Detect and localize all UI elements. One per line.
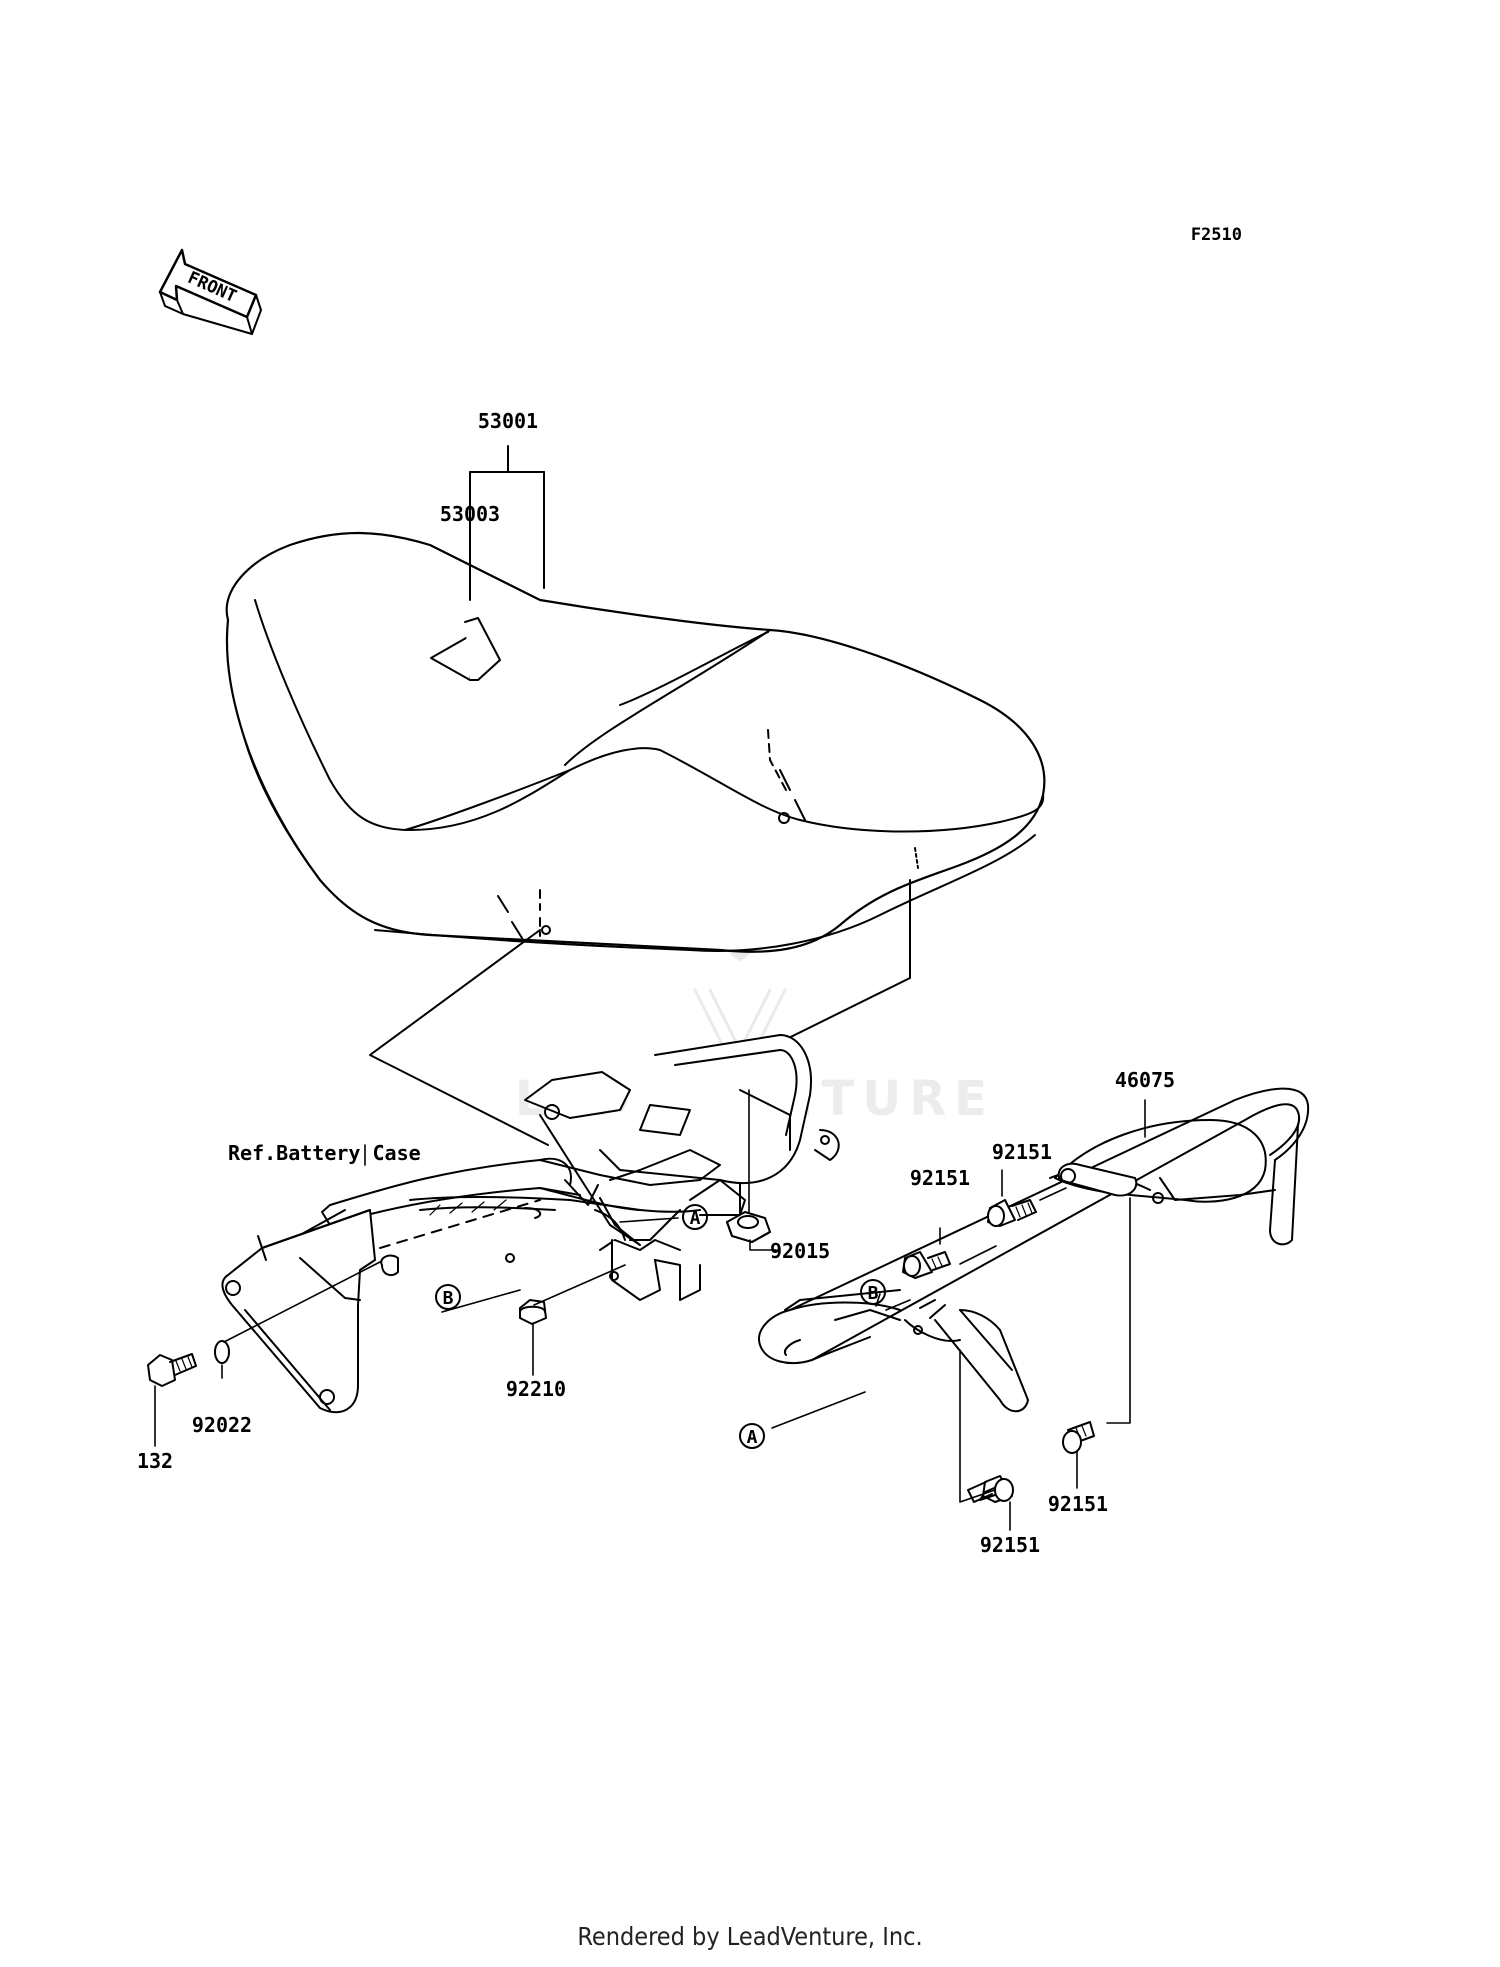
- grab-rail-46075: [758, 1087, 1310, 1413]
- marker-b-right-label: B: [868, 1283, 879, 1304]
- label-53001: 53001: [478, 409, 538, 433]
- label-132: 132: [137, 1449, 173, 1473]
- marker-a-right-label: A: [747, 1427, 758, 1448]
- marker-b-right-circle: [860, 1279, 886, 1305]
- label-92151-lower-left: 92151: [980, 1533, 1040, 1557]
- bolt-132: [147, 1353, 197, 1387]
- leader-53001: [469, 445, 545, 601]
- figure-code: F2510: [1191, 225, 1242, 245]
- bolt-92210: [519, 1299, 547, 1325]
- label-53003: 53003: [440, 502, 500, 526]
- label-92151-lower-right: 92151: [1048, 1492, 1108, 1516]
- label-92151-upper: 92151: [992, 1140, 1052, 1164]
- bolt-92151-lower-right: [1062, 1421, 1095, 1454]
- label-46075: 46075: [1115, 1068, 1175, 1092]
- seat-53001: [225, 531, 1046, 953]
- marker-b-left-circle: [435, 1284, 461, 1310]
- marker-b-left-label: B: [443, 1288, 454, 1309]
- marker-a-right-circle: [739, 1423, 765, 1449]
- label-ref-battery-case: Ref.Battery Case: [228, 1141, 421, 1165]
- bolt-92151-middle: [902, 1251, 951, 1279]
- marker-a-left-label: A: [690, 1208, 701, 1229]
- bolt-92151-lower-left: [967, 1475, 1014, 1503]
- front-arrow-icon: [158, 248, 262, 335]
- label-92022: 92022: [192, 1413, 252, 1437]
- bolt-92151-upper: [987, 1199, 1037, 1227]
- marker-a-left-circle: [682, 1204, 708, 1230]
- footer-credit: Rendered by LeadVenture, Inc.: [577, 1922, 923, 1951]
- washer-92022: [214, 1340, 230, 1364]
- leader-lines: [154, 1089, 1146, 1531]
- label-92151-middle: 92151: [910, 1166, 970, 1190]
- nut-92015: [726, 1211, 771, 1243]
- label-92015: 92015: [770, 1239, 830, 1263]
- label-92210: 92210: [506, 1377, 566, 1401]
- rear-frame-assembly: [221, 1034, 840, 1414]
